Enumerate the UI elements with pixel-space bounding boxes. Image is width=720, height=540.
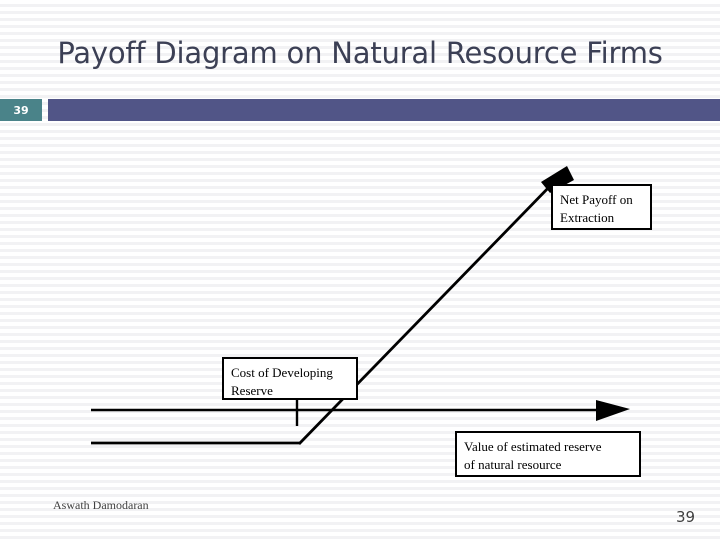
payoff-rising-segment (297, 182, 555, 445)
accent-bar (48, 99, 720, 121)
page-number: 39 (676, 508, 696, 526)
callout-cost-line1: Cost of Developing (231, 365, 333, 380)
x-axis-arrowhead-icon (596, 400, 630, 421)
callout-net-payoff: Net Payoff on Extraction (551, 184, 652, 230)
callout-cost-of-developing-reserve: Cost of Developing Reserve (222, 357, 358, 400)
callout-value-line2: of natural resource (464, 456, 562, 472)
callout-net-payoff-line1: Net Payoff on (560, 192, 633, 207)
callout-net-payoff-line2: Extraction (560, 209, 615, 225)
page-title: Payoff Diagram on Natural Resource Firms (57, 36, 663, 70)
callout-value-of-estimated-reserve: Value of estimated reserve of natural re… (455, 431, 641, 477)
callout-cost-line2: Reserve (231, 382, 273, 398)
title-divider-band: 39 (0, 99, 720, 121)
payoff-line-arrowhead-icon (541, 166, 574, 193)
slide-number-badge: 39 (0, 99, 42, 121)
author-credit: Aswath Damodaran (53, 498, 149, 512)
callout-value-line1: Value of estimated reserve (464, 439, 602, 454)
